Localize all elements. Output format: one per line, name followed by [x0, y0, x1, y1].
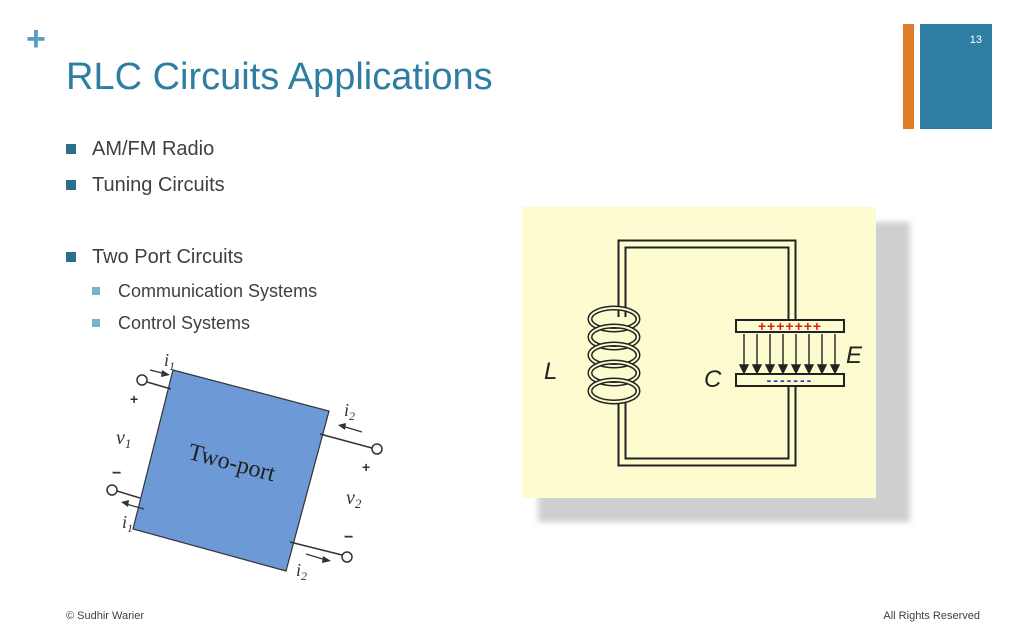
capacitor-label: C	[704, 366, 722, 393]
slide-number-box	[920, 24, 992, 129]
orange-accent-bar	[903, 24, 914, 129]
slide-title: RLC Circuits Applications	[66, 56, 493, 98]
inductor-coil-icon	[587, 305, 641, 405]
lc-figure-panel	[522, 207, 876, 498]
arrow-head-icon	[161, 370, 170, 377]
arrow-head-icon	[121, 500, 129, 507]
bullet-text: AM/FM Radio	[92, 138, 215, 160]
bullet-square-icon	[66, 252, 76, 262]
current-arrow-icon	[125, 503, 145, 510]
sub-bullet-square-icon	[92, 287, 100, 295]
arrow-head-icon	[322, 556, 331, 563]
electric-field-arrows-icon	[738, 334, 841, 375]
wire-top	[617, 239, 797, 323]
two-port-diagram: Two-port i1 + v1 − i1 i2 + v2 − i2	[106, 352, 383, 582]
footer-rights: All Rights Reserved	[883, 610, 980, 622]
two-port-box	[132, 369, 330, 572]
footer-copyright: © Sudhir Warier	[66, 610, 144, 622]
field-label: E	[846, 342, 863, 369]
wire	[289, 541, 343, 556]
current-i2-label: i2	[344, 400, 355, 423]
sub-bullet-text: Communication Systems	[118, 281, 318, 301]
wire	[146, 381, 172, 390]
terminal-icon	[136, 374, 148, 386]
voltage-v2-label: v2	[346, 487, 362, 511]
minus-sign-v2: −	[344, 529, 353, 546]
slide-number: 13	[969, 34, 982, 46]
minus-sign-v1: −	[112, 465, 121, 482]
bullet-text: Tuning Circuits	[92, 174, 225, 196]
voltage-v1-label: v1	[116, 427, 131, 451]
wire-bottom-inner	[619, 379, 795, 465]
current-i1-label: i1	[164, 352, 175, 373]
plus-sign-v1: +	[130, 391, 138, 407]
positive-charges: +++++++	[758, 318, 822, 334]
arrow-head-icon	[338, 423, 346, 430]
wire	[116, 490, 141, 499]
bullet-square-icon	[66, 144, 76, 154]
terminal-icon	[106, 484, 118, 496]
wire-top-inner	[619, 241, 795, 323]
plus-sign-v2: +	[362, 459, 370, 475]
sub-bullet-text: Control Systems	[118, 313, 251, 333]
terminal-icon	[371, 443, 383, 455]
bullet-text: Two Port Circuits	[92, 246, 244, 268]
terminal-icon	[341, 551, 353, 563]
inductor-label: L	[544, 358, 557, 385]
current-i1-label-bottom: i1	[122, 512, 133, 535]
negative-charges: -------	[767, 372, 814, 388]
capacitor-bottom-plate	[735, 373, 845, 387]
bullet-square-icon	[66, 180, 76, 190]
sub-bullet-square-icon	[92, 319, 100, 327]
wire	[319, 433, 373, 449]
current-i2-label-bottom: i2	[296, 560, 307, 582]
capacitor-top-plate	[735, 319, 845, 333]
plus-icon: +	[26, 20, 46, 58]
lc-circuit-diagram: L +++++++ E ------- C	[544, 239, 863, 467]
